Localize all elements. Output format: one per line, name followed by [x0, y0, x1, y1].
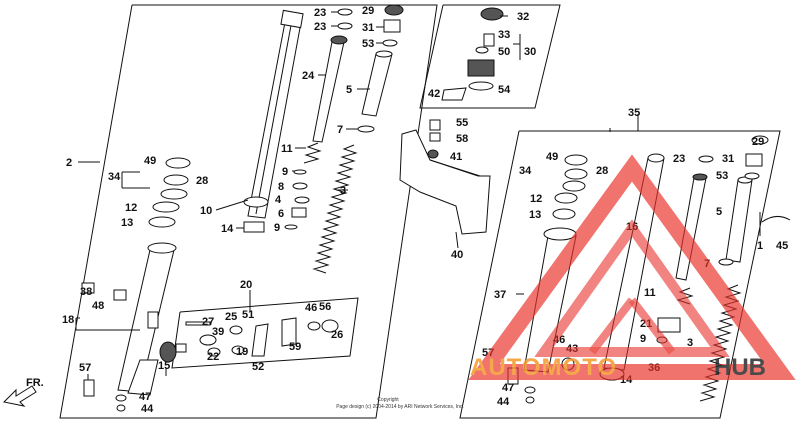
- label-2: 2: [66, 157, 72, 169]
- label-9b: 9: [274, 222, 280, 234]
- label-20: 20: [240, 279, 252, 291]
- label-23c: 23: [673, 153, 685, 165]
- label-12b: 12: [530, 193, 542, 205]
- leader-lines: [75, 11, 761, 380]
- label-32: 32: [517, 11, 529, 23]
- label-51: 51: [242, 309, 254, 321]
- rebound-spring-11: [303, 142, 322, 164]
- label-29a: 29: [362, 5, 374, 17]
- label-52: 52: [252, 361, 264, 373]
- left-fork-frame: [59, 4, 438, 419]
- copyright-footer: Copyright Page design (c) 2004-2014 by A…: [336, 397, 464, 410]
- label-28a: 28: [196, 175, 208, 187]
- watermark-brand-right: HUB: [714, 354, 766, 381]
- footer-note: Page design (c) 2004-2014 by ARI Network…: [336, 404, 464, 410]
- label-49b: 49: [546, 151, 558, 163]
- right-fork-frame: [459, 130, 781, 419]
- label-3a: 3: [340, 185, 346, 197]
- front-direction-arrow: FR.: [2, 377, 44, 407]
- label-14a: 14: [221, 223, 234, 235]
- label-7a: 7: [337, 124, 343, 136]
- label-18: 18: [62, 314, 74, 326]
- label-48: 48: [92, 300, 104, 312]
- label-10: 10: [200, 205, 212, 217]
- label-12a: 12: [125, 202, 137, 214]
- label-37: 37: [494, 289, 506, 301]
- bracket-parts-20: [185, 317, 339, 357]
- label-6: 6: [278, 208, 284, 220]
- cap-frame: [419, 4, 561, 109]
- damper-rod-24: [312, 35, 348, 143]
- label-53b: 53: [716, 170, 728, 182]
- label-23a: 23: [314, 7, 326, 19]
- label-31a: 31: [362, 22, 374, 34]
- label-54: 54: [498, 84, 511, 96]
- label-42: 42: [428, 88, 440, 100]
- label-27: 27: [202, 316, 214, 328]
- label-1: 1: [757, 240, 763, 252]
- label-28b: 28: [596, 165, 608, 177]
- label-45: 45: [776, 240, 788, 252]
- label-58: 58: [456, 133, 468, 145]
- label-11a: 11: [281, 143, 293, 155]
- fork-spring-3: [312, 144, 358, 274]
- label-8: 8: [278, 181, 284, 193]
- label-26: 26: [331, 329, 343, 341]
- label-59: 59: [289, 341, 301, 353]
- label-4: 4: [275, 194, 282, 206]
- label-9c: 9: [640, 333, 646, 345]
- copyright-label: Copyright: [377, 397, 399, 403]
- label-49a: 49: [144, 155, 156, 167]
- label-56: 56: [319, 301, 331, 313]
- label-22: 22: [207, 351, 219, 363]
- fork-slider-18: [81, 242, 177, 396]
- spacer-tube-5: [361, 50, 393, 117]
- label-23b: 23: [314, 21, 326, 33]
- label-35: 35: [628, 107, 640, 119]
- fork-bridge-40: [399, 119, 491, 235]
- label-44a: 44: [141, 403, 154, 415]
- label-3b: 3: [687, 337, 693, 349]
- label-40: 40: [451, 249, 463, 261]
- label-33: 33: [498, 29, 510, 41]
- label-19: 19: [236, 346, 248, 358]
- label-30: 30: [524, 46, 536, 58]
- label-41: 41: [450, 151, 462, 163]
- label-34a: 34: [108, 171, 121, 183]
- label-47a: 47: [139, 391, 151, 403]
- label-50: 50: [498, 46, 510, 58]
- direction-label: FR.: [26, 377, 44, 389]
- label-55: 55: [456, 117, 468, 129]
- label-34b: 34: [519, 165, 532, 177]
- right-damper-rod-16: [675, 173, 708, 281]
- label-25: 25: [225, 311, 237, 323]
- label-57a: 57: [79, 362, 91, 374]
- right-spacer-5: [725, 176, 753, 263]
- label-15: 15: [158, 360, 170, 372]
- label-47b: 47: [502, 382, 514, 394]
- label-13b: 13: [529, 209, 541, 221]
- axle-bolt-parts: [83, 341, 187, 412]
- label-44b: 44: [497, 396, 510, 408]
- automotohub-watermark: AUTOMOTO HUB: [468, 154, 796, 381]
- label-38: 38: [80, 286, 92, 298]
- label-11b: 11: [644, 287, 656, 299]
- label-13a: 13: [121, 217, 133, 229]
- label-5a: 5: [346, 84, 352, 96]
- fork-cap-group: [441, 7, 504, 101]
- label-29b: 29: [752, 136, 764, 148]
- watermark-brand-left: AUTOMOTO: [470, 354, 617, 381]
- label-31b: 31: [722, 153, 734, 165]
- label-46a: 46: [305, 302, 317, 314]
- label-9a: 9: [282, 166, 288, 178]
- label-24: 24: [302, 70, 315, 82]
- label-5b: 5: [716, 206, 722, 218]
- label-53a: 53: [362, 38, 374, 50]
- fork-tube-10: [243, 9, 304, 219]
- label-39: 39: [212, 326, 224, 338]
